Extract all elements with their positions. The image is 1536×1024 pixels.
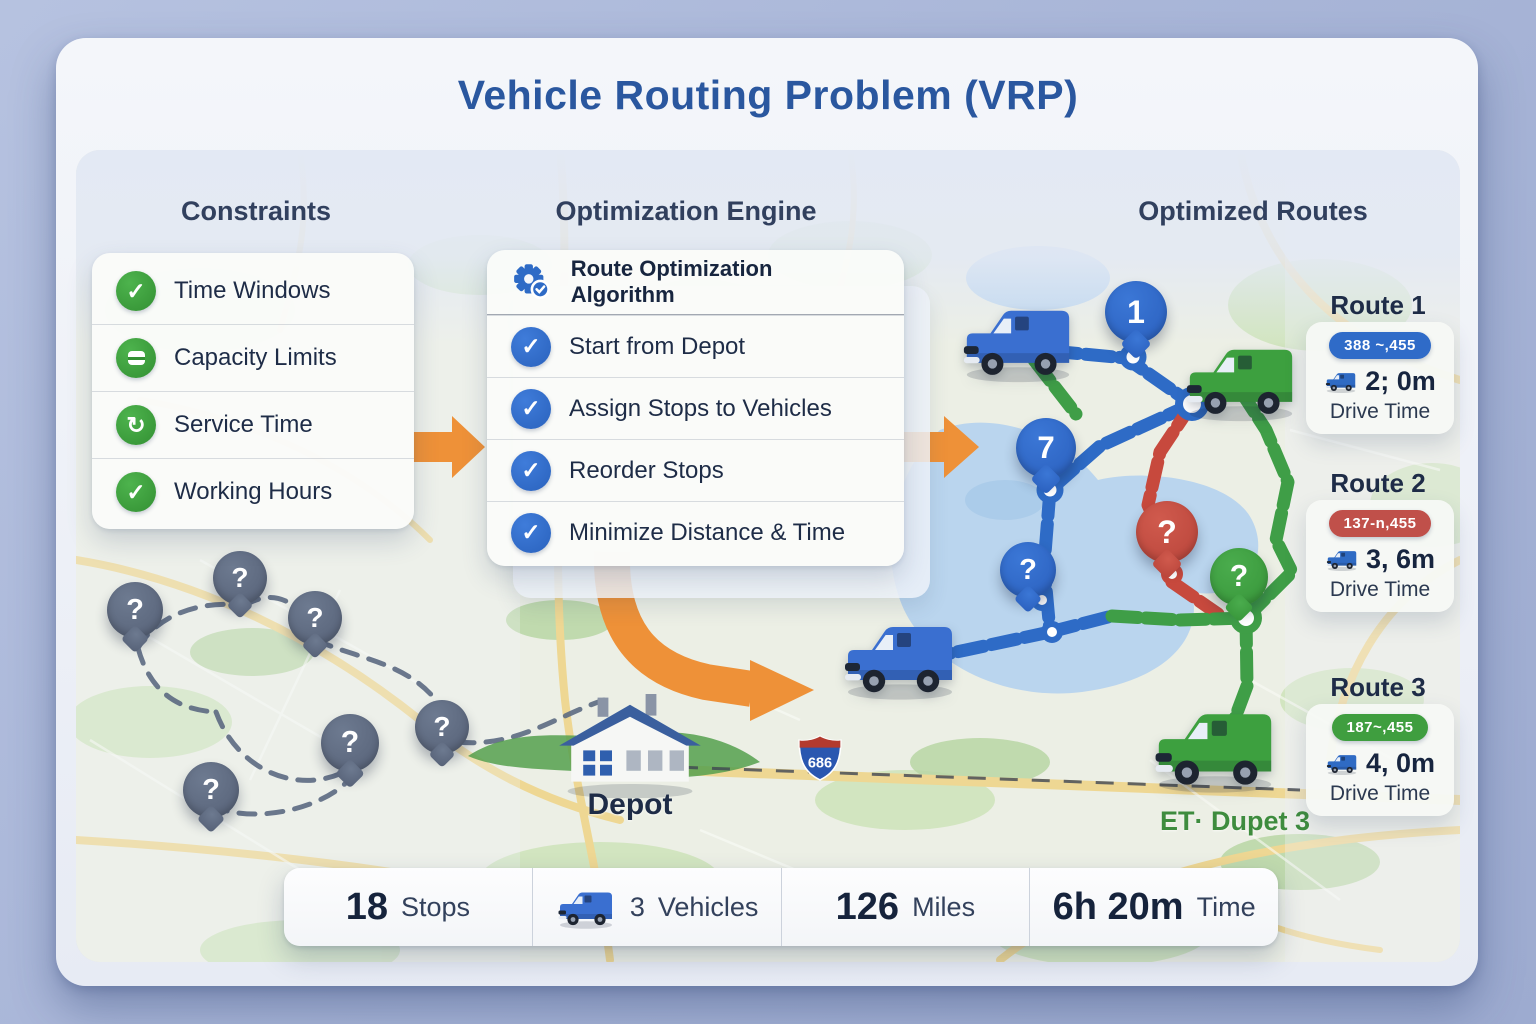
constraint-label: Capacity Limits: [174, 344, 337, 371]
step-label: Minimize Distance & Time: [569, 518, 846, 546]
route-title: Route 2: [1330, 468, 1426, 498]
drive-time-value: 3, 6m: [1365, 544, 1436, 574]
drive-time-value: 4, 0m: [1365, 748, 1436, 778]
step-label: Assign Stops to Vehicles: [569, 394, 832, 422]
stat-label: Miles: [912, 891, 976, 922]
stats-bar: 18 Stops 3 Vehicles 126 Miles 6h 20m Tim…: [284, 868, 1278, 946]
check-icon: ✓: [116, 271, 156, 311]
heading-constraints: Constraints: [180, 196, 332, 226]
stat-label: Vehicles: [657, 891, 759, 922]
heading-engine: Optimization Engine: [555, 196, 817, 226]
engine-panel: Route Optimization Algorithm ✓ Start fro…: [487, 250, 904, 566]
drive-time-value: 2; 0m: [1365, 366, 1436, 396]
drive-time-label: Drive Time: [1329, 578, 1431, 601]
delivery-van-icon: [1155, 714, 1272, 793]
route-card[interactable]: 388 ~,455 2; 0m Drive Time: [1306, 322, 1454, 434]
capacity-box-icon: [116, 338, 156, 378]
route-card[interactable]: 187~,455 4, 0m Drive Time: [1306, 704, 1454, 816]
engine-header-label: Route Optimization Algorithm: [570, 256, 773, 307]
step-label: Start from Depot: [569, 332, 746, 360]
stat-item-vehicles: 3 Vehicles: [531, 868, 781, 946]
constraint-item: ↻ Service Time: [92, 391, 414, 458]
check-icon: ✓: [511, 326, 551, 367]
unassigned-pin[interactable]: ?: [183, 762, 239, 818]
unassigned-pin[interactable]: ?: [288, 591, 342, 645]
delivery-van-icon: [1186, 349, 1293, 422]
check-icon: ✓: [511, 512, 551, 553]
unassigned-pin[interactable]: ?: [321, 714, 379, 772]
van-icon: [558, 892, 612, 929]
engine-header: Route Optimization Algorithm: [487, 250, 904, 315]
gear-check-icon: [512, 262, 550, 299]
stat-item-time: 6h 20m Time: [1029, 868, 1278, 946]
constraint-label: Service Time: [174, 411, 313, 438]
stat-label: Time: [1196, 891, 1256, 922]
stat-value: 18: [345, 885, 388, 928]
engine-step: ✓ Minimize Distance & Time: [487, 501, 904, 563]
route-stop-pin[interactable]: ?: [1000, 542, 1056, 598]
engine-step: ✓ Assign Stops to Vehicles: [487, 377, 904, 439]
route-badge: 388 ~,455: [1329, 332, 1431, 359]
constraint-item: ✓ Working Hours: [92, 458, 414, 525]
highway-shield: 686: [798, 735, 842, 781]
engine-step: ✓ Reorder Stops: [487, 439, 904, 501]
engine-step: ✓ Start from Depot: [487, 315, 904, 377]
truck-icon: [1326, 755, 1357, 776]
stat-value: 126: [835, 885, 900, 928]
route-stop-pin[interactable]: 7: [1016, 418, 1076, 478]
check-icon: ✓: [511, 450, 551, 491]
route-stop-pin[interactable]: ?: [1136, 501, 1198, 563]
truck-icon: [1326, 373, 1356, 394]
stat-value: 6h 20m: [1052, 885, 1184, 928]
delivery-van-icon: [845, 627, 952, 700]
route-card[interactable]: 137-n,455 3, 6m Drive Time: [1306, 500, 1454, 612]
check-icon: ✓: [116, 472, 156, 512]
route-title: Route 3: [1330, 672, 1426, 702]
stat-value: 3: [629, 891, 645, 922]
drive-time-label: Drive Time: [1329, 782, 1431, 805]
unassigned-pin[interactable]: ?: [107, 582, 163, 638]
delivery-van-icon: [963, 310, 1070, 383]
depot-3-label: ET· Dupet 3: [1159, 806, 1310, 836]
svg-text:686: 686: [808, 755, 832, 771]
unassigned-pin[interactable]: ?: [415, 700, 469, 754]
route-title: Route 1: [1330, 290, 1426, 320]
route-stop-pin[interactable]: 1: [1105, 281, 1167, 343]
page-title: Vehicle Routing Problem (VRP): [457, 72, 1079, 118]
stat-label: Stops: [400, 891, 471, 922]
heading-routes: Optimized Routes: [1138, 196, 1368, 226]
stat-item-stops: 18 Stops: [284, 868, 532, 946]
route-badge: 187~,455: [1331, 714, 1429, 741]
step-label: Reorder Stops: [569, 456, 724, 484]
service-time-icon: ↻: [116, 405, 156, 445]
unassigned-pin[interactable]: ?: [213, 551, 267, 605]
truck-icon: [1326, 551, 1357, 572]
route-stop-pin[interactable]: ?: [1210, 548, 1268, 606]
stat-item-miles: 126 Miles: [780, 868, 1030, 946]
route-badge: 137-n,455: [1328, 510, 1432, 537]
depot-label: Depot: [587, 788, 673, 821]
constraint-label: Working Hours: [174, 478, 333, 505]
drive-time-label: Drive Time: [1329, 400, 1431, 423]
depot-building: [559, 693, 701, 799]
check-icon: ✓: [511, 388, 551, 429]
constraint-label: Time Windows: [174, 277, 331, 304]
constraint-item: Capacity Limits: [92, 324, 414, 391]
constraints-panel: ✓ Time Windows Capacity Limits ↻ Service…: [92, 253, 414, 529]
constraint-item: ✓ Time Windows: [92, 258, 414, 324]
